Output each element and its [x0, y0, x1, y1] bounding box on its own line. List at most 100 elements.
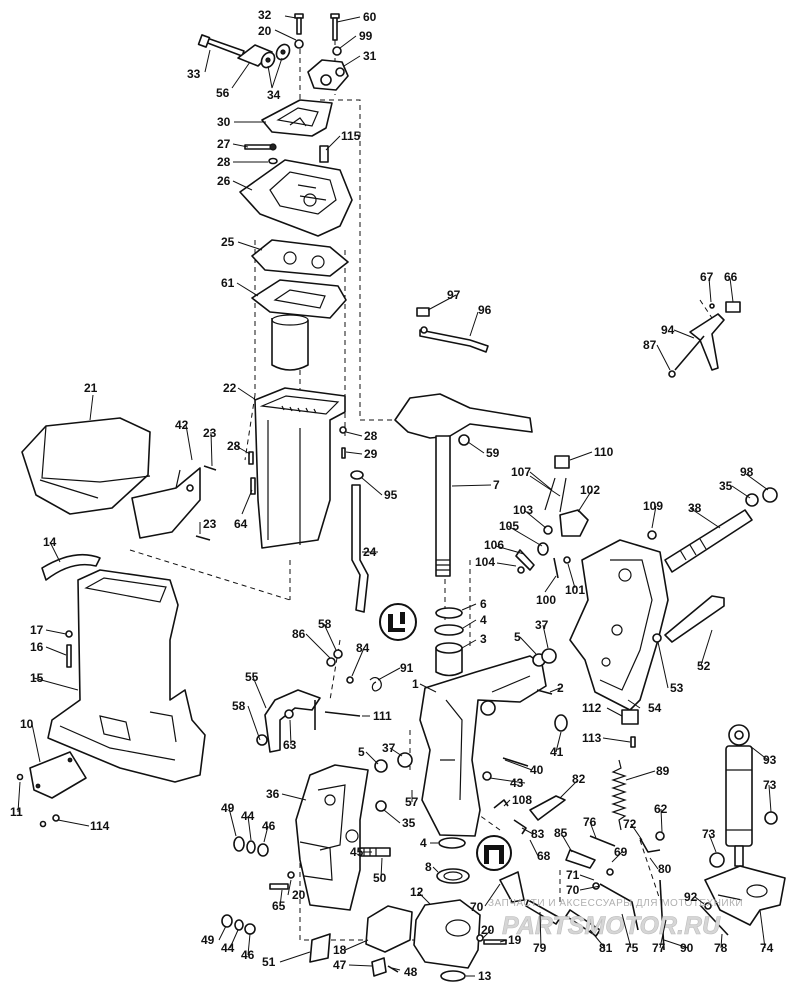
tilt-cylinder-93	[725, 724, 753, 867]
callout-96: 96	[478, 303, 492, 317]
callout-75: 75	[625, 941, 639, 955]
callout-89: 89	[656, 764, 670, 778]
callout-33: 33	[187, 67, 201, 81]
callout-115: 115	[341, 129, 361, 143]
callout-37: 37	[382, 741, 396, 755]
trim-bracket-74	[704, 865, 786, 926]
block-18-plate-51	[309, 905, 413, 977]
callout-30: 30	[217, 115, 231, 129]
swivel-bracket-1	[419, 655, 547, 837]
callout-48: 48	[404, 965, 418, 979]
callout-51: 51	[262, 955, 276, 969]
callout-61: 61	[221, 276, 235, 290]
callout-28: 28	[227, 439, 241, 453]
callout-100: 100	[536, 593, 556, 607]
callout-26: 26	[217, 174, 231, 188]
pin-78-92	[699, 902, 729, 936]
callout-54: 54	[648, 701, 662, 715]
rod-52-53	[652, 595, 725, 643]
callout-72: 72	[623, 817, 637, 831]
clamp-block-31	[307, 59, 349, 91]
callout-81: 81	[599, 941, 613, 955]
washers-44-46-49a	[233, 836, 269, 857]
callout-66: 66	[724, 270, 738, 284]
callout-5: 5	[514, 630, 521, 644]
cover-10	[29, 751, 87, 799]
callout-114: 114	[90, 819, 110, 833]
callout-11: 11	[10, 805, 23, 819]
callout-28: 28	[217, 155, 231, 169]
callout-35: 35	[719, 479, 733, 493]
callout-105: 105	[499, 519, 519, 533]
callout-77: 77	[652, 941, 666, 955]
parts-104-106-100-101	[515, 549, 571, 579]
exhaust-housing-26	[239, 159, 353, 237]
callout-112: 112	[582, 701, 602, 715]
callout-15: 15	[30, 671, 44, 685]
callout-85: 85	[554, 826, 568, 840]
callout-41: 41	[550, 745, 564, 759]
callout-108: 108	[512, 793, 532, 807]
callout-18: 18	[333, 943, 347, 957]
cover-42	[131, 467, 201, 539]
callout-69: 69	[614, 845, 628, 859]
tilt-tube-38	[647, 487, 778, 573]
cover-21	[21, 417, 151, 515]
midsection-15	[47, 569, 206, 783]
mount-plate-30	[261, 99, 333, 137]
callout-57: 57	[405, 795, 419, 809]
callout-53: 53	[670, 681, 684, 695]
callout-82: 82	[572, 772, 586, 786]
callout-107: 107	[511, 465, 531, 479]
callout-4: 4	[420, 836, 427, 850]
callout-46: 46	[262, 819, 276, 833]
callout-22: 22	[223, 381, 237, 395]
callout-17: 17	[30, 623, 44, 637]
callout-6: 6	[480, 597, 487, 611]
callout-49: 49	[201, 933, 215, 947]
link-110-107-102-103	[537, 455, 589, 556]
callout-52: 52	[697, 659, 711, 673]
linkage-parts	[482, 714, 568, 835]
screw-27-washer-28	[244, 143, 278, 165]
callout-45: 45	[350, 845, 364, 859]
callout-1: 1	[412, 677, 419, 691]
callout-87: 87	[643, 338, 657, 352]
steering-shaft-7	[394, 393, 533, 577]
top-screws	[197, 13, 342, 57]
callout-35: 35	[402, 816, 416, 830]
callout-58: 58	[318, 617, 332, 631]
screws-23	[195, 465, 217, 541]
fasteners-28-29-64	[248, 426, 347, 495]
callout-24: 24	[363, 545, 377, 559]
callout-68: 68	[537, 849, 551, 863]
callout-70: 70	[566, 883, 580, 897]
callout-64: 64	[234, 517, 248, 531]
callout-4: 4	[480, 613, 487, 627]
callout-29: 29	[364, 447, 378, 461]
callout-86: 86	[292, 627, 306, 641]
exhaust-housing-22	[254, 387, 346, 549]
callout-34: 34	[267, 88, 281, 102]
callout-20: 20	[292, 888, 306, 902]
bracket-55-63	[256, 689, 321, 753]
callout-43: 43	[510, 776, 524, 790]
clamp-plates-56-34	[237, 43, 291, 69]
callout-79: 79	[533, 941, 547, 955]
callout-97: 97	[447, 288, 461, 302]
lube-symbol-lower	[476, 835, 512, 871]
callout-90: 90	[680, 941, 694, 955]
callout-71: 71	[566, 868, 580, 882]
bushings-6-4-3	[434, 607, 464, 677]
callout-8: 8	[425, 860, 432, 874]
callout-50: 50	[373, 871, 387, 885]
callout-23: 23	[203, 517, 217, 531]
callout-21: 21	[84, 381, 98, 395]
callout-13: 13	[478, 969, 492, 983]
lever-94-66-67-87	[668, 301, 741, 378]
washers-44-46-49b	[221, 914, 256, 935]
pin-111-spring-91	[324, 649, 382, 717]
callout-73: 73	[763, 778, 777, 792]
callout-46: 46	[241, 948, 255, 962]
